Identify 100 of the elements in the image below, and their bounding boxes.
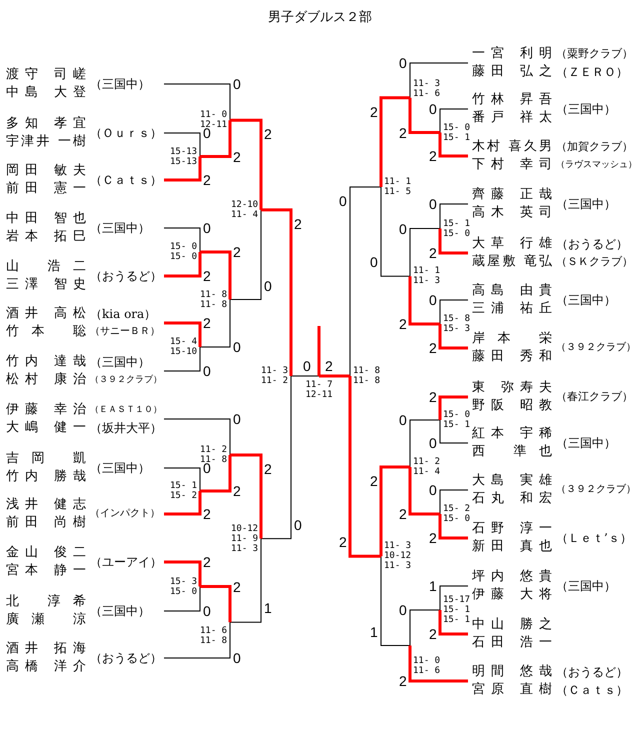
player-name: 多知 孝宜 (6, 115, 86, 133)
player-name: 高橋 洋介 (6, 658, 86, 676)
player-name: 西 準也 (472, 443, 552, 461)
match-score: 2 (429, 390, 437, 404)
player-name: 北 淳希 (6, 593, 86, 611)
club-name: （三国中） (90, 603, 150, 620)
set-score: 11- 6 (413, 666, 440, 676)
club-name: （三国中） (556, 578, 616, 595)
match-score: 0 (233, 340, 241, 354)
player-name: 宮本 静一 (6, 562, 86, 580)
club-name: （粟野クラブ） (556, 46, 633, 62)
match-score: 2 (233, 150, 241, 164)
club-name: （三国中） (556, 435, 616, 452)
club-name: （三国中） (556, 101, 616, 118)
player-name: 前田 尚樹 (6, 514, 86, 532)
set-score: 11- 3 (231, 544, 258, 554)
player-name: 齊藤 正哉 (472, 186, 552, 204)
match-score: 2 (399, 126, 407, 140)
set-score: 15- 0 (170, 242, 198, 252)
match-score: 2 (399, 507, 407, 521)
set-score: 10-12 (231, 524, 258, 534)
player-name: 高木 英司 (472, 204, 552, 222)
player-name: 岡田 敏夫 (6, 162, 86, 180)
match-score: 2 (339, 535, 347, 550)
player-name: 廣瀬 涼 (6, 611, 86, 629)
match-score: 0 (303, 359, 311, 373)
player-name: 岸本 栄 (472, 330, 552, 348)
match-score: 2 (399, 674, 407, 688)
club-name: （３９２クラブ） (556, 482, 636, 497)
player-name: 伊藤 大将 (472, 586, 552, 604)
club-name: （サニーＢＲ） (90, 325, 160, 339)
player-name: 金山 俊二 (6, 544, 86, 562)
match-score: 0 (429, 436, 437, 450)
set-score: 15-13 (170, 146, 198, 156)
match-score: 0 (339, 194, 347, 208)
club-name: （おうるど） (90, 650, 162, 667)
club-name: （ラヴスマッシュ） (556, 158, 637, 172)
set-score: 11- 8 (200, 636, 228, 646)
set-score: 11- 9 (231, 534, 258, 544)
set-score: 15-10 (170, 347, 198, 357)
player-name: 吉岡 凱 (6, 450, 86, 468)
club-name: （三国中） (90, 460, 150, 477)
player-name: 伊藤 幸治 (6, 401, 86, 419)
set-score: 15- 0 (443, 122, 470, 132)
player-name: 大嶋 健一 (6, 419, 86, 437)
match-score: 0 (294, 518, 302, 532)
player-name: 岩本 拓巳 (6, 228, 86, 246)
set-score: 11- 3 (413, 276, 440, 286)
player-name: 中島 大登 (6, 84, 86, 102)
match-score: 2 (233, 580, 241, 594)
club-name: （加賀クラブ） (556, 139, 633, 155)
player-name: 酒井 高松 (6, 305, 86, 323)
set-score: 15- 0 (443, 410, 470, 420)
match-score: 0 (264, 278, 272, 292)
set-score: 15- 2 (443, 504, 470, 514)
match-score: 2 (233, 484, 241, 498)
match-score: 0 (233, 77, 241, 91)
set-score: 11- 3 (384, 541, 412, 552)
player-name: 東 弥寿夫 (472, 379, 552, 397)
match-score: 2 (233, 245, 241, 259)
set-score: 11- 2 (200, 445, 228, 455)
player-name: 大草 行雄 (472, 235, 552, 253)
set-score: 11- 8 (353, 376, 380, 386)
player-name: 松村 康治 (6, 371, 86, 389)
club-name: （おうるど） (556, 664, 628, 681)
player-name: 宇津井 一樹 (6, 133, 86, 151)
match-score: 2 (264, 127, 272, 142)
set-score: 15- 1 (443, 615, 470, 625)
club-name: （Ｌｅｔ’ｓ） (556, 530, 632, 547)
club-name: （kia ora） (90, 306, 156, 323)
set-score: 15- 3 (443, 324, 470, 334)
player-name: 一宮 利明 (472, 45, 552, 63)
player-name: 竹内 勝哉 (6, 468, 86, 486)
set-score: 11- 4 (231, 210, 258, 220)
player-name: 坪内 悠貴 (472, 568, 552, 586)
match-score: 2 (203, 269, 211, 283)
player-name: 下村 幸司 (472, 156, 552, 174)
set-score: 11- 0 (413, 656, 440, 666)
set-score: 15- 4 (170, 337, 198, 347)
set-score: 15- 0 (170, 586, 198, 596)
club-name: （３９２クラブ） (556, 340, 636, 355)
set-score: 11- 3 (261, 366, 288, 376)
set-score: 11- 3 (413, 78, 440, 89)
title: 男子ダブルス２部 (268, 10, 372, 26)
match-score: 0 (429, 293, 437, 307)
match-score: 1 (264, 601, 272, 616)
match-score: 2 (294, 216, 302, 231)
match-score: 1 (370, 624, 378, 638)
player-name: 竹本 聡 (6, 323, 86, 341)
set-score: 11- 8 (200, 290, 228, 300)
match-score: 2 (429, 341, 437, 355)
club-name: （三国中） (90, 354, 150, 371)
player-name: 大島 実雄 (472, 472, 552, 490)
club-name: （Ｃａｔｓ） (556, 682, 628, 699)
player-name: 明間 悠哉 (472, 663, 552, 681)
club-name: （３９２クラブ） (90, 374, 162, 387)
match-score: 0 (233, 412, 241, 426)
club-name: （おうるど） (90, 268, 162, 285)
player-name: 石田 浩一 (472, 634, 552, 652)
player-name: 渡守 司嵯 (6, 66, 86, 84)
